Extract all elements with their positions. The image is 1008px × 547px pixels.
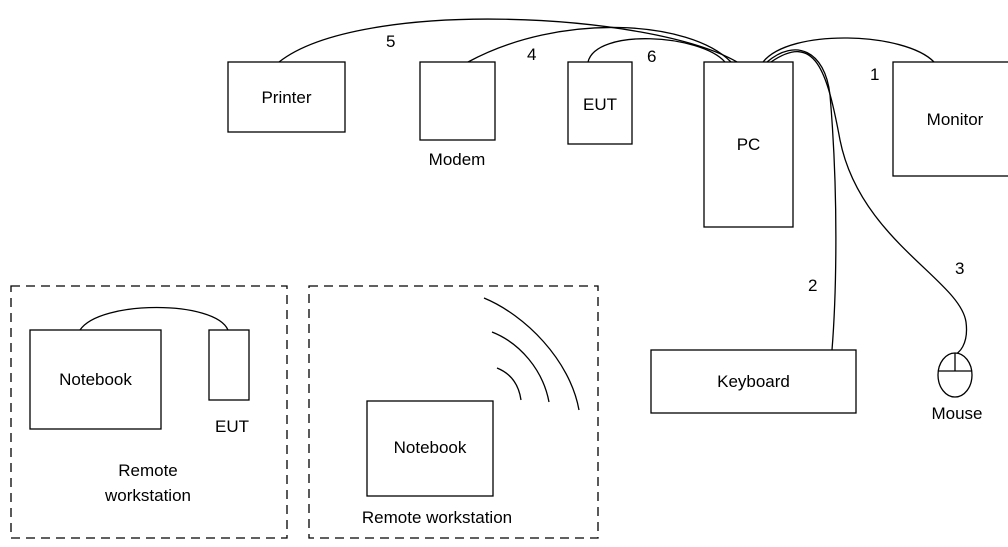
cable-label-1: 1 [870,65,879,84]
pc-box [703,61,794,228]
cable-label-3: 3 [955,259,964,278]
cable-4 [467,26,732,63]
remote-caption-line2: workstation [104,486,191,505]
remote-eut-label: EUT [215,417,249,436]
wireless-notebook-box [366,400,494,497]
cable-label-6: 6 [647,47,656,66]
remote-notebook-label: Notebook [59,370,132,389]
cable-label-4: 4 [527,45,536,64]
eut-box [567,61,633,145]
cable-3 [770,51,968,355]
remote-eut-box [208,329,250,401]
keyboard-label: Keyboard [717,372,790,391]
cable-2 [766,49,837,351]
cable-1 [762,37,935,63]
cable-5 [278,18,738,63]
modem-label: Modem [429,150,486,169]
wireless-signal-icon [483,297,580,411]
wireless-caption: Remote workstation [362,508,512,527]
mouse-icon [937,352,973,398]
eut-label: EUT [583,95,617,114]
cable-6 [587,38,726,63]
wireless-notebook-label: Notebook [394,438,467,457]
remote-workstation-wired-frame [10,285,288,539]
printer-label: Printer [261,88,311,107]
remote-notebook-box [29,329,162,430]
printer-box [227,61,346,133]
cable-label-2: 2 [808,276,817,295]
notebook-eut-cable [79,306,229,331]
mouse-label: Mouse [931,404,982,423]
monitor-box [892,61,1008,177]
cable-label-5: 5 [386,32,395,51]
pc-label: PC [737,135,761,154]
monitor-label: Monitor [927,110,984,129]
remote-caption-line1: Remote [118,461,178,480]
modem-box [419,61,496,141]
keyboard-box [650,349,857,414]
